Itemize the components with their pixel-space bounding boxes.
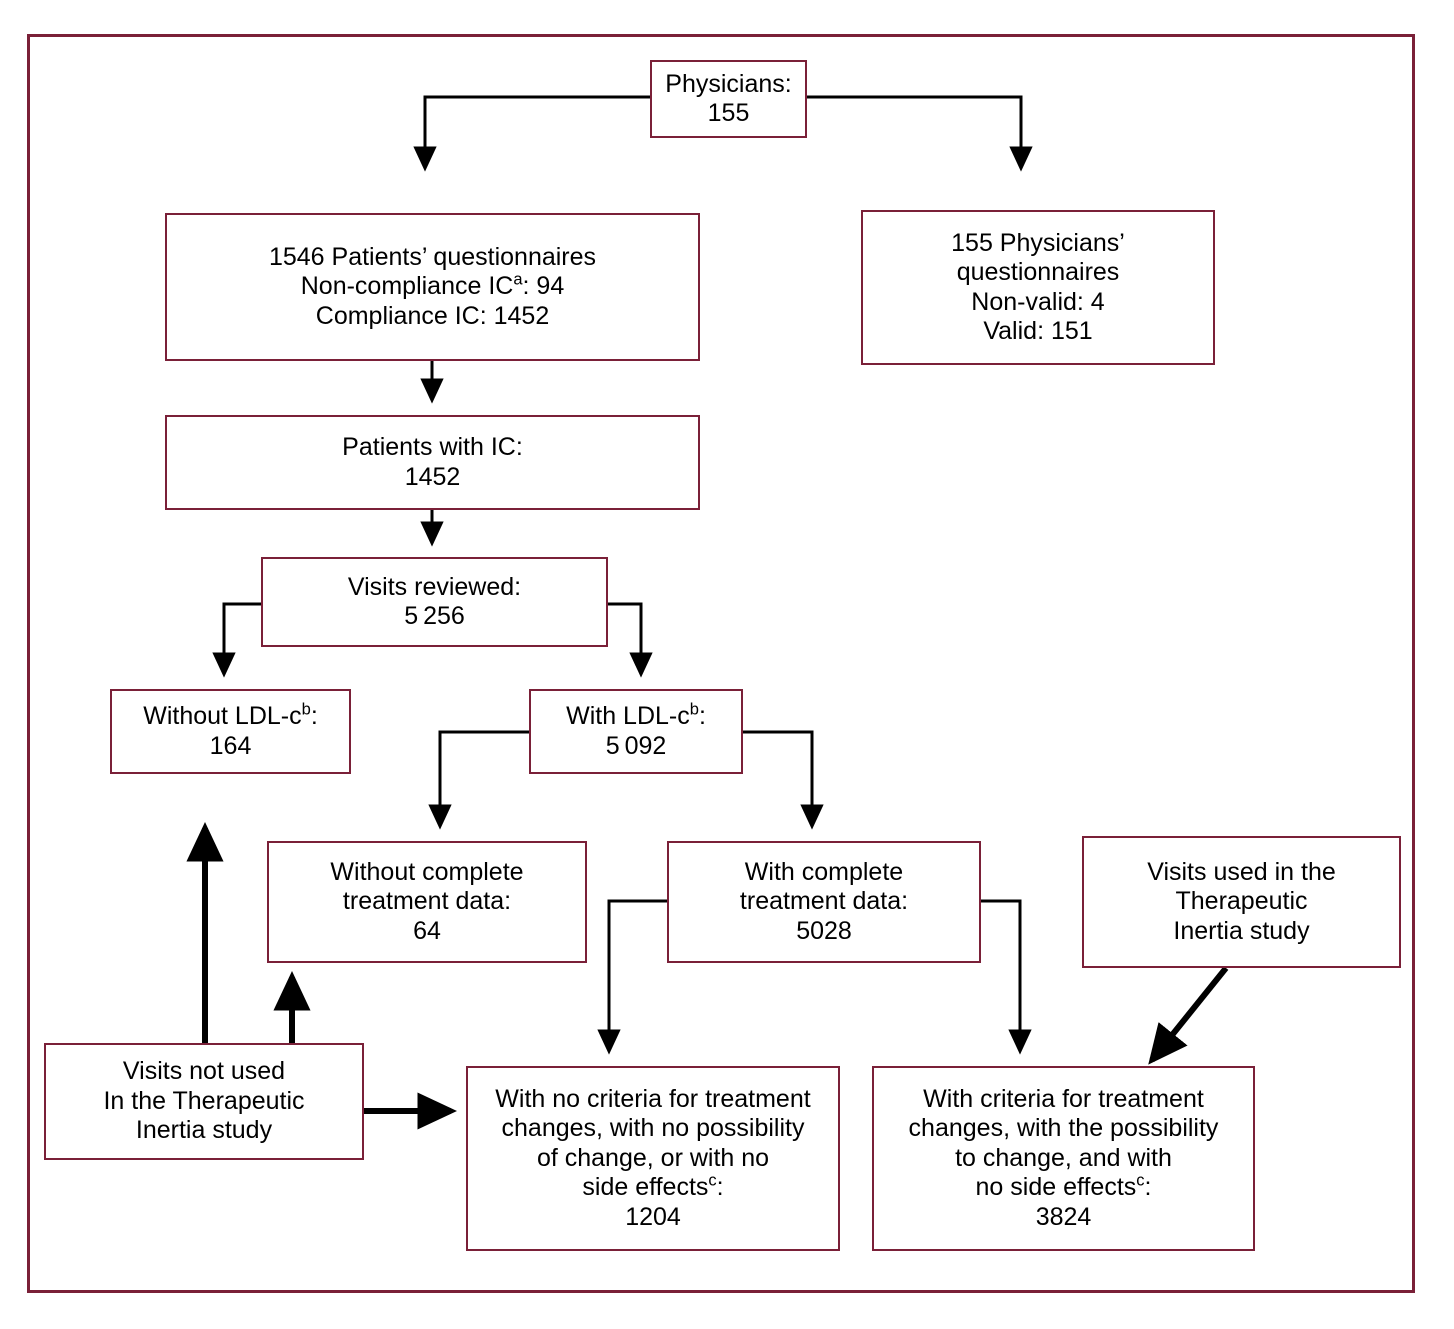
node-visits-used-line2: Therapeutic xyxy=(1175,887,1308,916)
node-physician-questionnaires-line1: 155 Physicians’ xyxy=(951,228,1125,257)
node-visits-not-used-line3: Inertia study xyxy=(135,1116,273,1145)
node-patient-questionnaires-line1: 1546 Patients’ questionnaires xyxy=(268,242,597,271)
node-with-complete-treatment-line1: With complete xyxy=(744,857,904,886)
without-ldlc-colon: : xyxy=(310,702,318,730)
node-no-criteria-line1: With no criteria for treatment xyxy=(495,1084,811,1113)
non-compliance-value: : 94 xyxy=(522,272,565,301)
no-criteria-colon: : xyxy=(716,1173,724,1202)
node-visits-used-line1: Visits used in the xyxy=(1147,857,1336,886)
node-with-complete-treatment-line3: 5028 xyxy=(796,916,852,945)
node-with-ldl-c[interactable]: With LDL-cb: 5 092 xyxy=(529,689,743,774)
node-visits-reviewed[interactable]: Visits reviewed: 5 256 xyxy=(261,557,608,647)
footnote-marker-c: c xyxy=(1136,1171,1145,1190)
node-visits-used-line3: Inertia study xyxy=(1173,916,1310,945)
node-without-complete-treatment-line1: Without complete xyxy=(330,857,524,886)
footnote-marker-c: c xyxy=(708,1171,717,1190)
node-with-criteria-line3: to change, and with xyxy=(955,1143,1172,1172)
without-ldlc-label: Without LDL-c xyxy=(143,702,302,730)
node-patient-questionnaires-line2: Non-compliance ICa: 94 xyxy=(301,272,564,302)
node-physician-questionnaires-line2: questionnaires xyxy=(956,258,1120,286)
node-patient-questionnaires[interactable]: 1546 Patients’ questionnaires Non-compli… xyxy=(165,213,700,361)
with-ldlc-colon: : xyxy=(698,702,706,730)
node-with-criteria-line4: no side effectsc: xyxy=(976,1173,1152,1203)
node-no-criteria-for-treatment-changes[interactable]: With no criteria for treatment changes, … xyxy=(466,1066,840,1251)
node-no-criteria-line5: 1204 xyxy=(625,1202,681,1231)
node-no-criteria-line4: side effectsc: xyxy=(582,1173,723,1203)
node-with-complete-treatment-line2: treatment data: xyxy=(739,887,909,916)
node-no-criteria-line2: changes, with no possibility xyxy=(501,1114,805,1143)
node-patient-questionnaires-line3: Compliance IC: 1452 xyxy=(315,301,550,330)
node-physicians[interactable]: Physicians: 155 xyxy=(650,60,807,138)
node-patients-with-ic-line1: Patients with IC: xyxy=(342,433,523,461)
node-without-ldl-c-line2: 164 xyxy=(209,731,252,760)
node-visits-not-used-line2: In the Therapeutic xyxy=(103,1086,305,1115)
node-with-criteria-line1: With criteria for treatment xyxy=(923,1084,1204,1113)
node-without-complete-treatment-data[interactable]: Without complete treatment data: 64 xyxy=(267,841,587,963)
node-physician-questionnaires-line3: Non-valid: 4 xyxy=(971,287,1105,316)
node-with-criteria-line2: changes, with the possibility xyxy=(908,1114,1219,1143)
footnote-marker-a: a xyxy=(513,270,523,289)
with-criteria-colon: : xyxy=(1144,1173,1152,1202)
node-with-criteria-for-treatment-changes[interactable]: With criteria for treatment changes, wit… xyxy=(872,1066,1255,1251)
non-compliance-label: Non-compliance IC xyxy=(300,272,514,301)
node-with-ldl-c-line2: 5 092 xyxy=(605,731,667,760)
node-patients-with-ic[interactable]: Patients with IC: 1452 xyxy=(165,415,700,510)
node-visits-reviewed-line2: 5 256 xyxy=(404,602,465,630)
node-physician-questionnaires-line4: Valid: 151 xyxy=(983,317,1093,345)
no-criteria-side-effects-label: side effects xyxy=(582,1173,709,1202)
node-patients-with-ic-line2: 1452 xyxy=(404,462,461,491)
with-criteria-side-effects-label: no side effects xyxy=(975,1173,1137,1202)
node-visits-not-used-in-study[interactable]: Visits not used In the Therapeutic Inert… xyxy=(44,1043,364,1160)
footnote-marker-b: b xyxy=(301,700,311,719)
node-without-complete-treatment-line3: 64 xyxy=(413,916,441,945)
node-no-criteria-line3: of change, or with no xyxy=(536,1143,770,1172)
node-with-complete-treatment-data[interactable]: With complete treatment data: 5028 xyxy=(667,841,981,963)
node-visits-used-in-study[interactable]: Visits used in the Therapeutic Inertia s… xyxy=(1082,836,1401,968)
figure-frame xyxy=(27,34,1415,1293)
node-visits-reviewed-line1: Visits reviewed: xyxy=(347,572,522,601)
node-physicians-line2: 155 xyxy=(707,99,750,127)
node-without-ldl-c-line1: Without LDL-cb: xyxy=(143,700,318,732)
node-physicians-line1: Physicians: xyxy=(665,69,792,98)
node-with-ldl-c-line1: With LDL-cb: xyxy=(566,700,706,732)
node-without-ldl-c[interactable]: Without LDL-cb: 164 xyxy=(110,689,351,774)
footnote-marker-b: b xyxy=(689,700,699,719)
with-ldlc-label: With LDL-c xyxy=(566,702,690,730)
node-without-complete-treatment-line2: treatment data: xyxy=(342,887,512,916)
node-physician-questionnaires[interactable]: 155 Physicians’ questionnaires Non-valid… xyxy=(861,210,1215,365)
node-with-criteria-line5: 3824 xyxy=(1035,1202,1092,1231)
node-visits-not-used-line1: Visits not used xyxy=(122,1057,286,1086)
